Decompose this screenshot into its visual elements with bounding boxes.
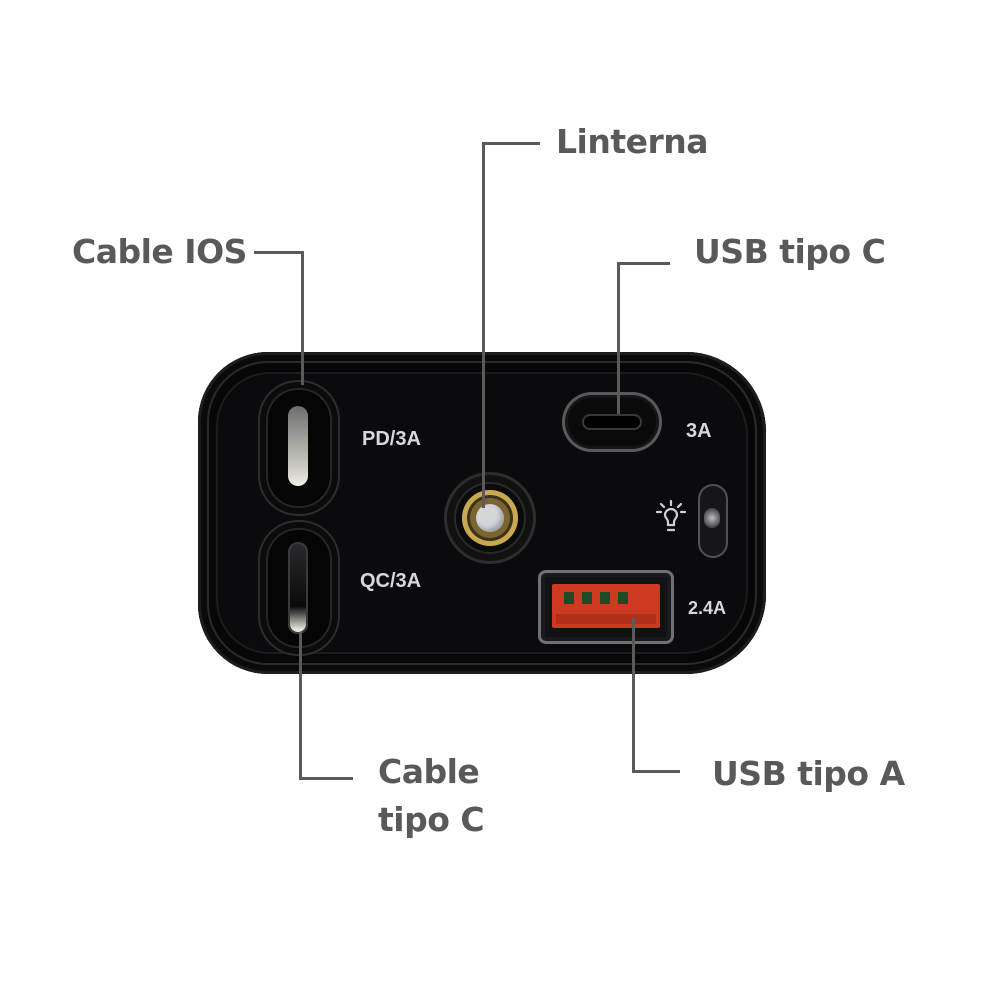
- label-cable-tipo-c-line1: Cable: [378, 752, 480, 791]
- label-usb-tipo-a: USB tipo A: [712, 754, 905, 793]
- flashlight-lens-assembly: [444, 472, 536, 564]
- leader-line-cable-typec-h: [299, 777, 353, 780]
- usb-a-pin: [618, 592, 628, 604]
- pd-rating-text: PD/3A: [362, 428, 421, 450]
- typec-cable-plug: [288, 542, 308, 634]
- leader-line-cable-ios-h: [254, 251, 304, 254]
- ios-cable-slot: [258, 380, 340, 516]
- label-usb-tipo-c: USB tipo C: [694, 232, 886, 271]
- ios-cable-plug: [288, 406, 308, 486]
- label-cable-ios: Cable IOS: [72, 232, 247, 271]
- usb-a-pin: [582, 592, 592, 604]
- leader-line-usb-a-v: [632, 618, 635, 772]
- label-linterna: Linterna: [556, 122, 709, 161]
- led-indicator: [704, 508, 720, 528]
- flashlight-ring: [462, 490, 518, 546]
- usba-rating-text: 2.4A: [688, 598, 727, 618]
- leader-line-usb-c-v: [617, 262, 620, 414]
- led-indicator-window: [698, 484, 728, 558]
- usbc-rating-text: 3A: [686, 420, 712, 442]
- usb-a-pin: [564, 592, 574, 604]
- qc-rating-text: QC/3A: [360, 570, 422, 592]
- flashlight-lens: [476, 504, 504, 532]
- leader-line-linterna-v: [482, 142, 485, 508]
- leader-line-usb-c-h: [617, 262, 670, 265]
- bulb-icon: [655, 499, 687, 536]
- usb-a-pin: [600, 592, 610, 604]
- usb-c-slot: [584, 416, 640, 428]
- usb-a-contact-bar: [556, 614, 656, 624]
- usb-a-port: [538, 570, 674, 644]
- usb-a-tongue: [552, 584, 660, 628]
- label-cable-tipo-c-line2: tipo C: [378, 800, 485, 839]
- usb-c-port: [562, 392, 662, 452]
- leader-line-cable-ios-v: [301, 251, 304, 385]
- leader-line-cable-typec-v: [299, 632, 302, 780]
- leader-line-linterna-h: [482, 142, 540, 145]
- leader-line-usb-a-h: [632, 770, 680, 773]
